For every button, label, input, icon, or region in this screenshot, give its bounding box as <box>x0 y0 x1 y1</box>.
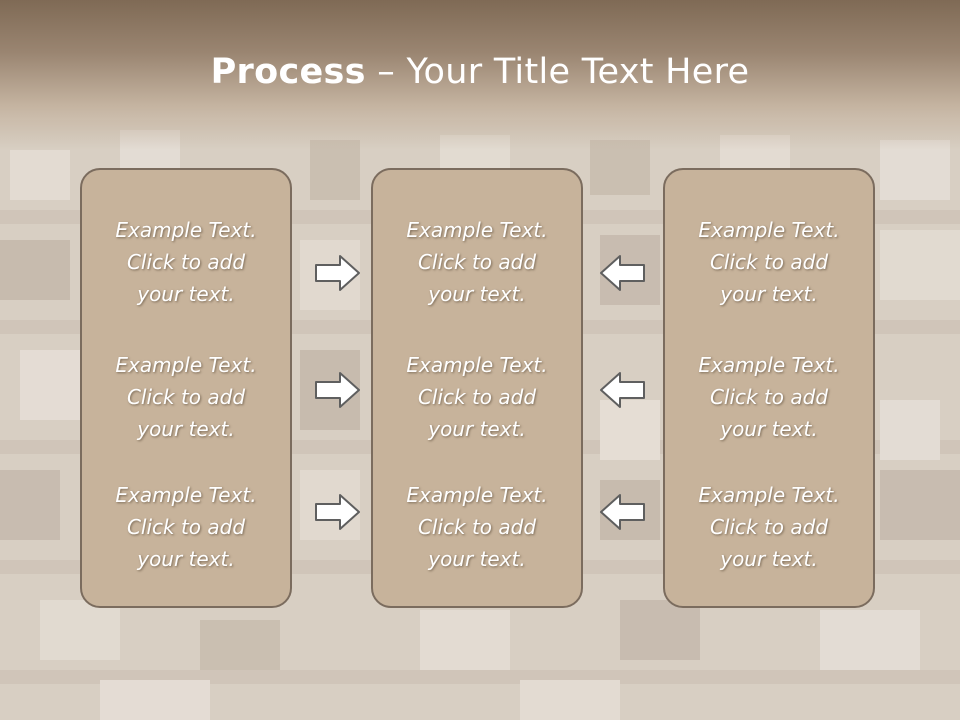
text-line: Click to add <box>417 250 537 274</box>
text-block[interactable]: Example Text. Click to add your text. <box>82 214 290 310</box>
process-box-left[interactable]: Example Text. Click to add your text. Ex… <box>80 168 292 608</box>
text-line: Example Text. <box>406 218 548 242</box>
title-bold: Process <box>210 52 366 92</box>
text-line: your text. <box>720 282 818 306</box>
title-rest: – Your Title Text Here <box>365 52 750 92</box>
text-block[interactable]: Example Text. Click to add your text. <box>665 479 873 575</box>
text-line: Example Text. <box>115 483 257 507</box>
text-line: your text. <box>720 417 818 441</box>
process-box-right[interactable]: Example Text. Click to add your text. Ex… <box>663 168 875 608</box>
text-line: Click to add <box>417 385 537 409</box>
arrow-left-icon <box>600 494 645 530</box>
text-line: Click to add <box>126 515 246 539</box>
text-line: Example Text. <box>698 483 840 507</box>
text-block[interactable]: Example Text. Click to add your text. <box>82 349 290 445</box>
text-line: Example Text. <box>698 353 840 377</box>
text-line: Click to add <box>709 385 829 409</box>
text-line: Click to add <box>417 515 537 539</box>
text-line: your text. <box>720 547 818 571</box>
title-band <box>0 0 960 150</box>
text-block[interactable]: Example Text. Click to add your text. <box>665 349 873 445</box>
text-line: Example Text. <box>406 353 548 377</box>
process-box-center[interactable]: Example Text. Click to add your text. Ex… <box>371 168 583 608</box>
text-line: Click to add <box>126 385 246 409</box>
text-block[interactable]: Example Text. Click to add your text. <box>373 349 581 445</box>
text-line: Example Text. <box>698 218 840 242</box>
text-block[interactable]: Example Text. Click to add your text. <box>665 214 873 310</box>
text-line: your text. <box>428 547 526 571</box>
text-line: your text. <box>137 282 235 306</box>
arrow-left-icon <box>600 255 645 291</box>
text-line: Example Text. <box>115 218 257 242</box>
arrow-right-icon <box>315 255 360 291</box>
text-line: Example Text. <box>115 353 257 377</box>
text-block[interactable]: Example Text. Click to add your text. <box>82 479 290 575</box>
arrow-right-icon <box>315 494 360 530</box>
text-line: Example Text. <box>406 483 548 507</box>
text-line: Click to add <box>709 250 829 274</box>
text-line: your text. <box>428 282 526 306</box>
text-line: your text. <box>137 547 235 571</box>
slide-title[interactable]: Process – Your Title Text Here <box>0 52 960 92</box>
arrow-right-icon <box>315 372 360 408</box>
text-block[interactable]: Example Text. Click to add your text. <box>373 479 581 575</box>
text-line: your text. <box>428 417 526 441</box>
text-line: Click to add <box>126 250 246 274</box>
arrow-left-icon <box>600 372 645 408</box>
text-line: your text. <box>137 417 235 441</box>
text-block[interactable]: Example Text. Click to add your text. <box>373 214 581 310</box>
text-line: Click to add <box>709 515 829 539</box>
